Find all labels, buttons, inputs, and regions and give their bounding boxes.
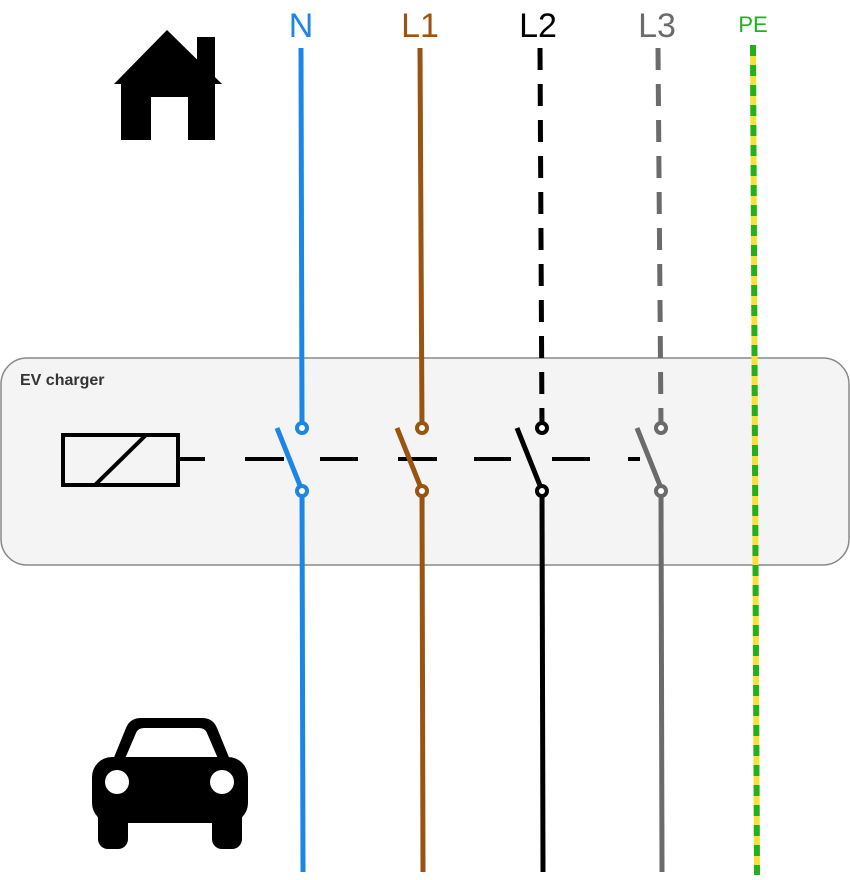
label-l2: L2	[519, 7, 557, 45]
house-icon	[114, 30, 222, 140]
ev-charger-label: EV charger	[20, 372, 104, 389]
conductor-l3	[634, 47, 668, 873]
car-icon	[92, 718, 248, 849]
ev-charger-box	[0, 357, 850, 566]
conductor-n	[274, 47, 309, 873]
conductor-l1	[394, 47, 429, 873]
label-n: N	[289, 7, 314, 45]
label-l1: L1	[401, 7, 439, 45]
conductor-pe	[750, 44, 760, 876]
conductor-l2	[514, 47, 549, 873]
label-pe: PE	[738, 12, 767, 37]
label-l3: L3	[638, 7, 676, 45]
relay-coil-icon	[61, 433, 205, 487]
